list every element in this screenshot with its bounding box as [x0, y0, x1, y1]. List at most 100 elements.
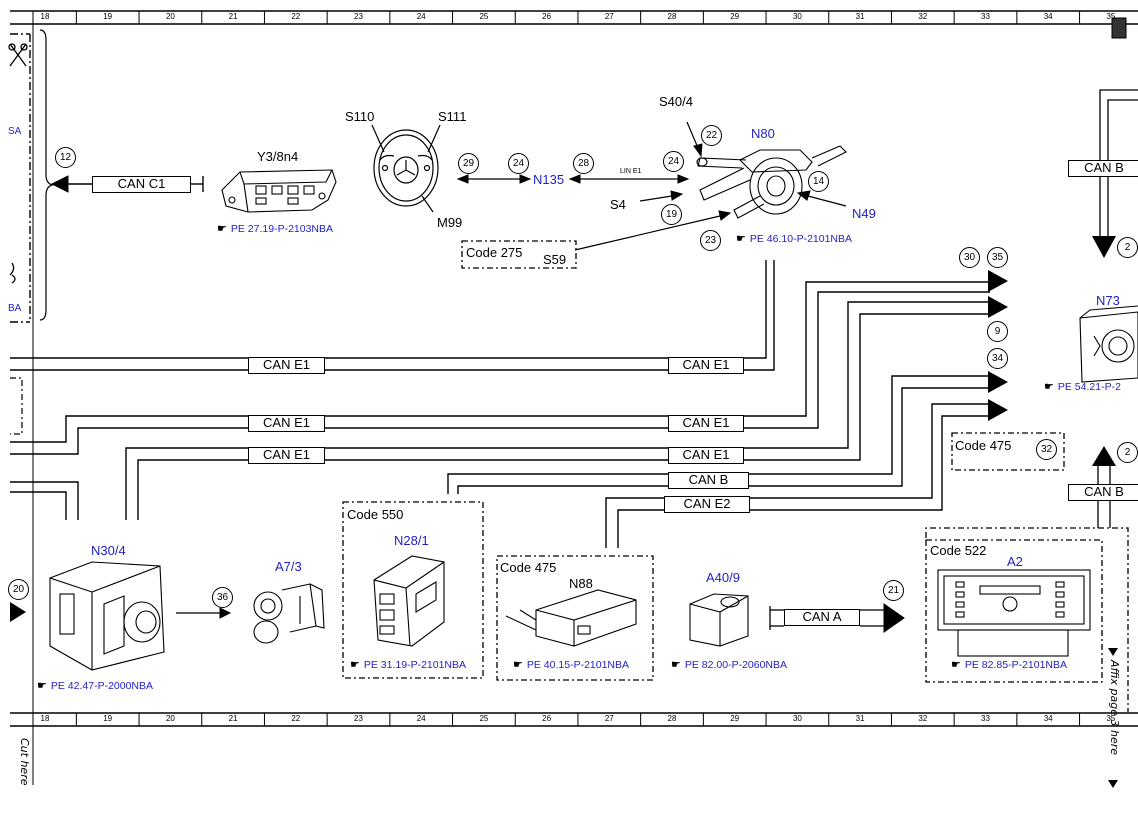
- can-e1-bus-label-6: CAN E1: [668, 447, 744, 464]
- can-b-bus-label-mid: CAN B: [668, 472, 749, 489]
- n80-label: N80: [751, 126, 775, 141]
- n30-4-reference[interactable]: ☛PE 42.47-P-2000NBA: [37, 680, 154, 692]
- can-a-bus-label: CAN A: [784, 609, 860, 626]
- a2-label: A2: [1007, 554, 1023, 569]
- code-522-outer-line: [925, 527, 1129, 712]
- a7-3-drawing: [253, 583, 325, 644]
- ruler-column-label: 32: [918, 714, 928, 723]
- can-c1-bus-label: CAN C1: [92, 176, 191, 193]
- n73-can-b-lines: [1099, 89, 1138, 236]
- callout-14: 14: [808, 171, 829, 192]
- y3-8n4-label: Y3/8n4: [257, 149, 299, 164]
- can-e2-bus-label: CAN E2: [664, 496, 750, 513]
- a40-9-reference[interactable]: ☛PE 82.00-P-2060NBA: [671, 659, 788, 671]
- a2-reference[interactable]: ☛PE 82.85-P-2101NBA: [951, 659, 1068, 671]
- callout-23: 23: [700, 230, 721, 251]
- pointer-hand-icon: ☛: [37, 680, 47, 692]
- n49-label: N49: [852, 206, 876, 221]
- ruler-column-label: 22: [291, 12, 301, 21]
- pointer-hand-icon: ☛: [513, 659, 523, 671]
- n28-1-reference[interactable]: ☛PE 31.19-P-2101NBA: [350, 659, 467, 671]
- s59-label: S59: [543, 252, 567, 267]
- can-b-down-arrow: [1092, 236, 1116, 258]
- a7-3-label: A7/3: [275, 559, 302, 574]
- ruler-column-label: 25: [479, 12, 489, 21]
- callout-36: 36: [212, 587, 233, 608]
- left-partial-label-bottom: BA: [8, 303, 22, 314]
- m99-label: M99: [437, 215, 463, 230]
- ruler-column-label: 24: [416, 12, 426, 21]
- callout-9: 9: [987, 321, 1008, 342]
- pointer-hand-icon: ☛: [350, 659, 360, 671]
- pointer-hand-icon: ☛: [736, 233, 746, 245]
- callout-21: 21: [883, 580, 904, 601]
- ruler-column-label: 21: [228, 714, 238, 723]
- callout-22: 22: [701, 125, 722, 146]
- a40-9-label: A40/9: [706, 570, 740, 585]
- can-b-up-arrow: [1092, 446, 1116, 466]
- s110-label: S110: [345, 109, 375, 124]
- y3-8n4-reference[interactable]: ☛PE 27.19-P-2103NBA: [217, 223, 334, 235]
- ruler-column-label: 18: [40, 714, 50, 723]
- can-e1-bus-label-3: CAN E1: [248, 415, 325, 432]
- left-edge-arrow: [10, 602, 26, 622]
- ruler-column-label: 26: [542, 12, 552, 21]
- n73-ignition-switch-drawing: [1079, 305, 1138, 383]
- ruler-column-label: 29: [730, 714, 740, 723]
- ruler-column-label: 33: [981, 12, 990, 21]
- pointer-hand-icon: ☛: [671, 659, 681, 671]
- code-522-box: [925, 539, 1103, 683]
- pointer-hand-icon: ☛: [1044, 381, 1054, 393]
- pointer-hand-icon: ☛: [951, 659, 961, 671]
- can-e1-bus-label-2: CAN E1: [668, 357, 744, 374]
- s4-label: S4: [610, 197, 626, 212]
- ruler-column-label: 18: [40, 12, 50, 21]
- callout-24: 24: [663, 151, 684, 172]
- ruler-frame: [10, 10, 1138, 785]
- code-275-box: [461, 240, 577, 269]
- can-e1-bus-label-5: CAN E1: [248, 447, 325, 464]
- ruler-column-label: 30: [792, 12, 802, 21]
- code-475-label: Code 475: [500, 560, 557, 575]
- note-icon: [1111, 17, 1127, 39]
- left-partial-label-top: SA: [8, 126, 22, 137]
- ruler-column-label: 28: [667, 12, 677, 21]
- n80-reference[interactable]: ☛PE 46.10-P-2101NBA: [736, 233, 853, 245]
- can-e1-wiring: [10, 260, 990, 520]
- left-edge-box: [10, 377, 23, 435]
- ruler-column-label: 21: [228, 12, 238, 21]
- ruler-column-label: 23: [354, 714, 363, 723]
- ruler-column-label: 35: [1106, 12, 1116, 21]
- affix-page-text: Affix page 3 here: [1108, 660, 1121, 756]
- s111-label: S111: [438, 109, 467, 124]
- callout-34: 34: [987, 348, 1008, 369]
- y3-8n4-module-drawing: [221, 169, 337, 213]
- callout-35: 35: [987, 247, 1008, 268]
- code-275-label: Code 275: [466, 245, 523, 260]
- n88-reference[interactable]: ☛PE 40.15-P-2101NBA: [513, 659, 630, 671]
- callout-30: 30: [959, 247, 980, 268]
- ruler-column-label: 23: [354, 12, 363, 21]
- bus-arrowheads: [988, 270, 1008, 421]
- n80-module-drawing: [696, 145, 847, 219]
- ruler-column-label: 19: [103, 714, 113, 723]
- ruler-column-label: 27: [604, 12, 614, 21]
- right-margin-arrows: [1108, 648, 1118, 788]
- can-a-link: [769, 603, 905, 633]
- callout-2: 2: [1117, 442, 1138, 463]
- cut-here-text: Cut here: [18, 738, 31, 786]
- can-b-bus-label-top: CAN B: [1068, 160, 1138, 177]
- ruler-column-label: 31: [855, 12, 865, 21]
- esp-to-a7-arrow: [176, 607, 232, 619]
- ruler-column-label: 20: [165, 714, 175, 723]
- n135-label: N135: [533, 172, 565, 187]
- can-e1-bus-label-4: CAN E1: [668, 415, 744, 432]
- cut-region-box: [10, 33, 31, 323]
- ruler-column-label: 32: [918, 12, 928, 21]
- ruler-column-label: 24: [416, 714, 426, 723]
- callout-32: 32: [1036, 439, 1057, 460]
- n73-reference[interactable]: ☛PE 54.21-P-2: [1044, 381, 1121, 393]
- steering-wheel-drawing: [371, 124, 441, 213]
